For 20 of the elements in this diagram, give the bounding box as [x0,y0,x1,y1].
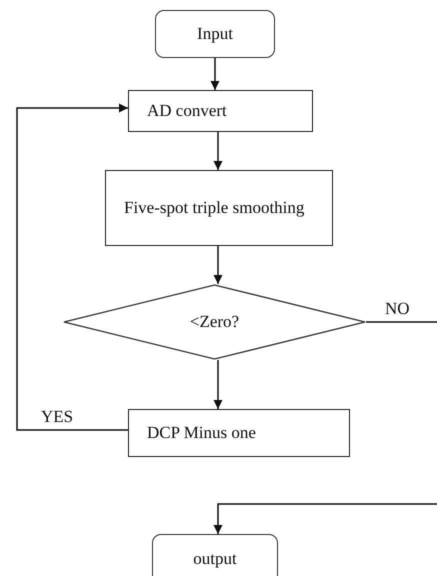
arrow [214,246,222,284]
process-box [128,90,313,132]
arrow [214,360,222,409]
process-box [128,409,350,457]
node-text: <Zero? [190,312,240,332]
arrow [214,503,437,534]
decision-diamond [63,284,366,360]
node-text: Five-spot triple smoothing [124,197,306,220]
arrow [210,58,220,90]
process-box [105,170,333,246]
edge-label: YES [40,408,74,425]
terminal-box [152,534,278,576]
node-text: output [193,549,237,569]
arrow [214,132,222,170]
edge-label: NO [384,300,411,317]
node-text: DCP Minus one [147,423,256,443]
node-text: Input [197,24,233,44]
arrow [16,104,128,431]
terminal-box [155,10,275,58]
node-text: AD convert [147,101,227,121]
